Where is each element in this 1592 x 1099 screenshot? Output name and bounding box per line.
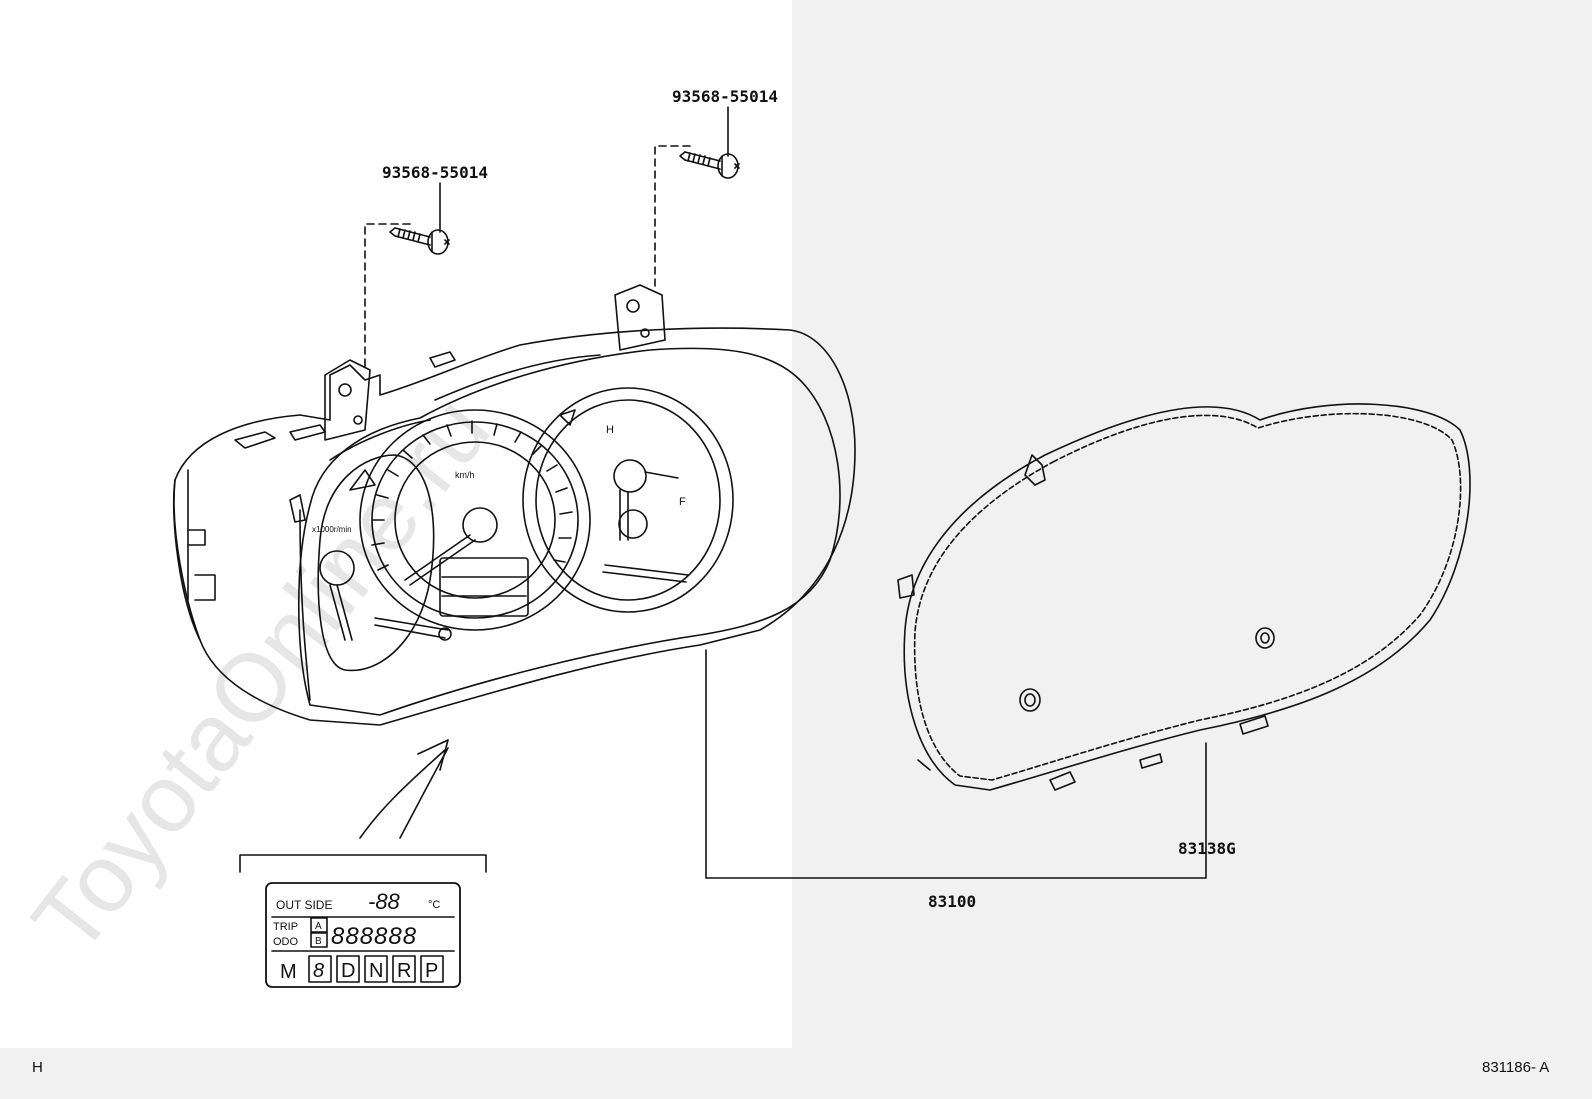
lens-83138g xyxy=(897,403,1471,791)
lcd-temp-digits: -88 xyxy=(368,889,401,914)
lcd-gear-p: P xyxy=(425,960,438,982)
lcd-odo-label: ODO xyxy=(273,936,299,948)
lcd-gear-d: D xyxy=(341,960,355,982)
tach-unit-label: x1000r/min xyxy=(312,525,352,534)
detail-arrow xyxy=(359,749,446,839)
lcd-gear-n-box xyxy=(364,955,388,983)
lcd-outside-label: OUT SIDE xyxy=(276,898,332,912)
part-number-meter-assy[interactable]: 83100 xyxy=(928,892,976,911)
lcd-gear-r: R xyxy=(397,960,411,982)
lcd-detail-bracket xyxy=(239,854,487,873)
speedo-ticks xyxy=(371,420,573,571)
fuel-f-label: F xyxy=(679,496,686,508)
lcd-temp-unit: °C xyxy=(428,899,440,911)
part-number-bolt-right[interactable]: 93568-55014 xyxy=(672,87,778,106)
lcd-gear-d-box xyxy=(336,955,360,983)
part-number-bolt-left[interactable]: 93568-55014 xyxy=(382,163,488,182)
footer-strip xyxy=(0,1048,1592,1099)
figure-code: 831186- A xyxy=(1482,1059,1549,1076)
lcd-gear-m: M xyxy=(280,961,297,983)
fuel-h-label: H xyxy=(606,424,614,436)
right-panel xyxy=(792,0,1592,1048)
footer-left-code: H xyxy=(32,1059,43,1076)
lcd-gear-8-box xyxy=(308,955,332,983)
meter-assy-bracket xyxy=(705,649,1207,879)
lcd-mode-a: A xyxy=(315,921,322,932)
lcd-mode-b-box xyxy=(310,932,328,948)
lcd-gear-r-box xyxy=(392,955,416,983)
lcd-odometer-digits: 888888 xyxy=(331,923,417,950)
lcd-gear-p-box xyxy=(420,955,444,983)
lcd-detail-frame xyxy=(265,882,461,988)
lcd-gear-8: 8 xyxy=(313,960,324,982)
lcd-mode-b: B xyxy=(315,936,322,947)
meter-housing xyxy=(172,284,856,726)
lcd-trip-label: TRIP xyxy=(273,921,298,933)
diagram-panel xyxy=(0,0,792,1048)
part-number-lens[interactable]: 83138G xyxy=(1178,839,1236,858)
speed-unit-label: km/h xyxy=(455,470,475,480)
bolt-right xyxy=(679,151,740,179)
lcd-gear-n: N xyxy=(369,960,383,982)
bolt-left xyxy=(389,227,450,255)
lcd-mode-a-box xyxy=(310,917,328,933)
bolt-leaders xyxy=(364,145,691,371)
